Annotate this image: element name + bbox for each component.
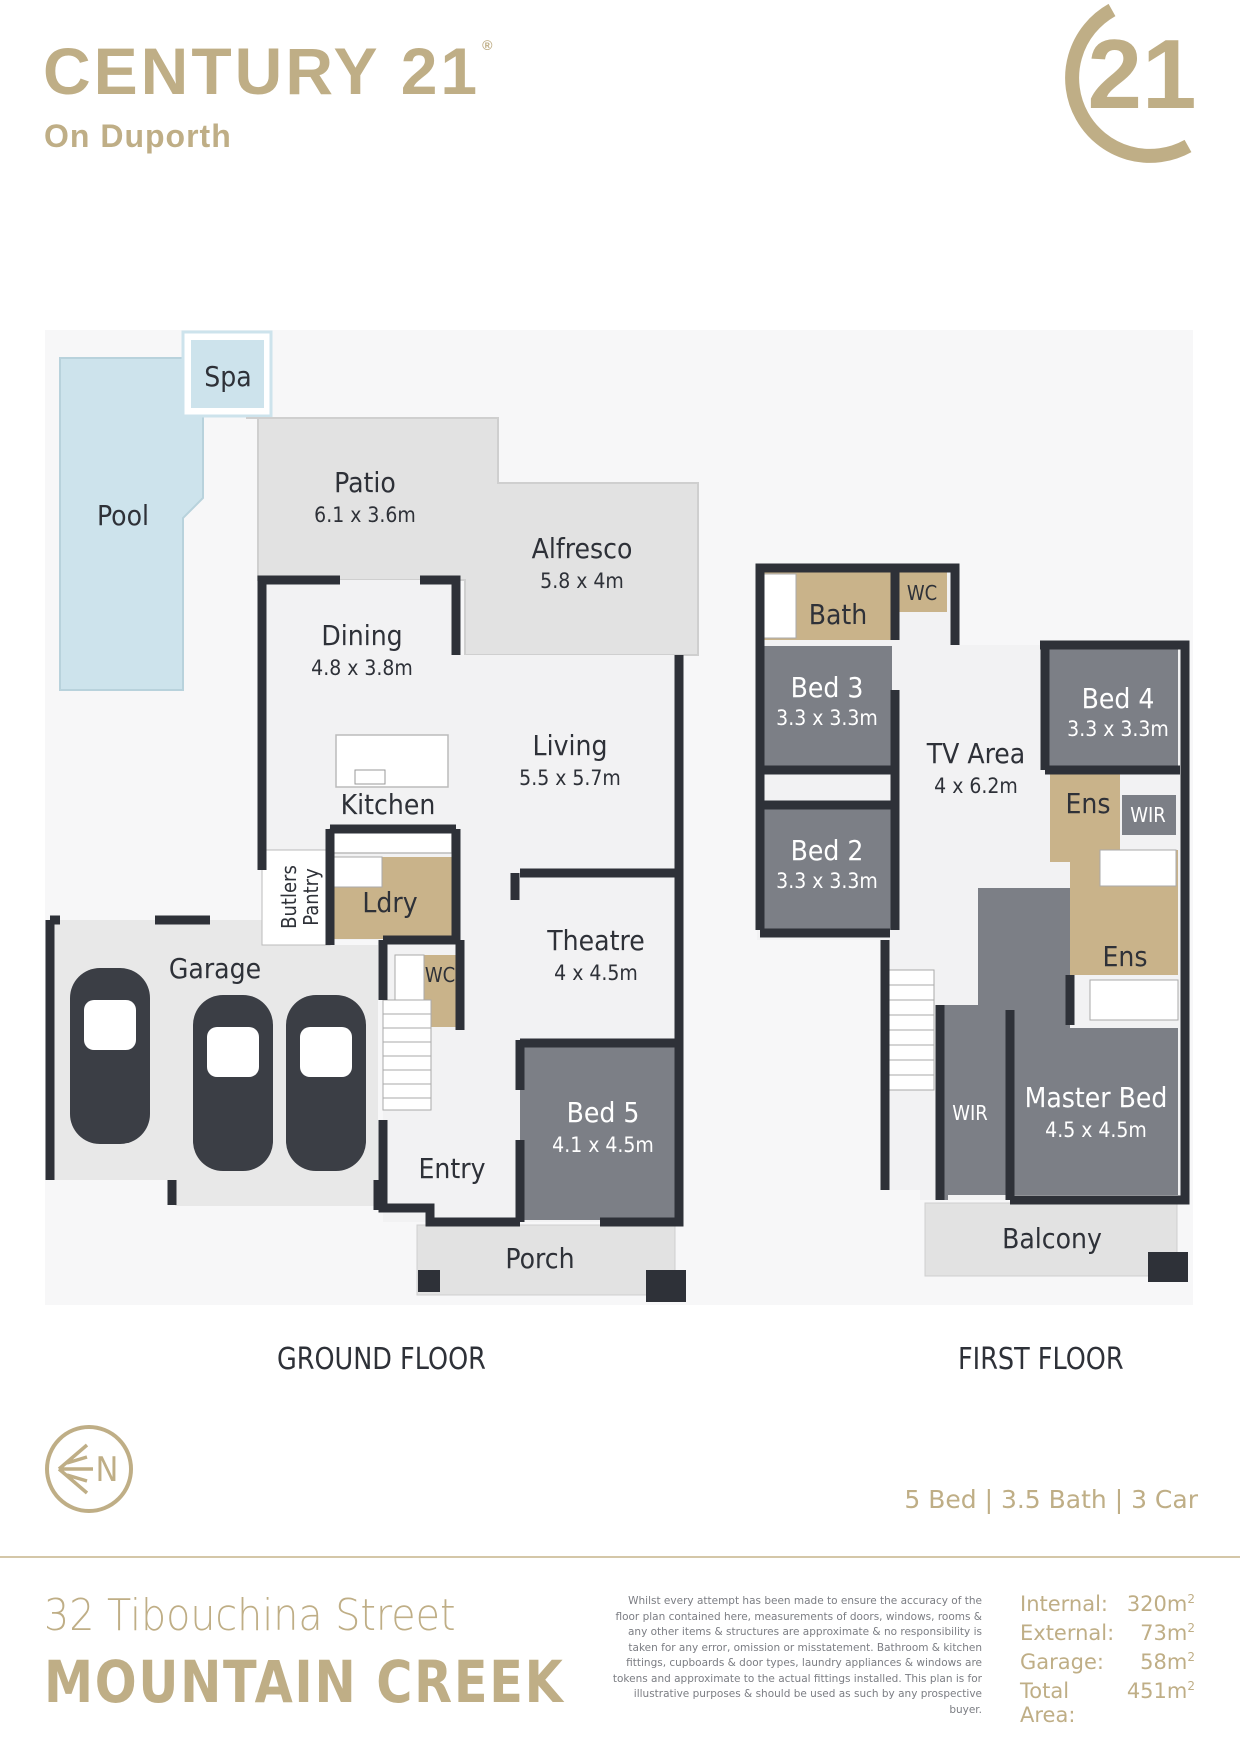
bed5-label: Bed 5 (567, 1096, 640, 1129)
area-table: Internal:320m2 External:73m2 Garage:58m2… (1020, 1592, 1195, 1727)
bed5-dims: 4.1 x 4.5m (552, 1133, 654, 1157)
tv-area-dims: 4 x 6.2m (934, 774, 1018, 798)
bath-label: Bath (809, 598, 868, 631)
kitchen-island (335, 734, 449, 788)
theatre-label: Theatre (546, 924, 644, 957)
pool-label: Pool (97, 499, 149, 532)
wir-small (1122, 795, 1176, 835)
north-compass-icon: N (45, 1425, 133, 1513)
upper-wc-label: WC (907, 581, 937, 605)
area-row-total: Total Area:451m2 (1020, 1679, 1195, 1727)
wir-master (940, 1005, 1008, 1195)
porch-label: Porch (505, 1242, 574, 1275)
street-address: 32 Tibouchina Street (44, 1590, 456, 1641)
butlers-label-1: Butlers (277, 865, 301, 929)
wir-small-label: WIR (1130, 803, 1166, 827)
office-name: On Duporth (44, 118, 232, 154)
living-label: Living (533, 729, 608, 762)
area-row-internal: Internal:320m2 (1020, 1592, 1195, 1616)
bed2-dims: 3.3 x 3.3m (776, 869, 878, 893)
century21-seal-logo: 21 (1065, 3, 1197, 163)
bed4-label: Bed 4 (1082, 682, 1155, 715)
ground-floor-plan: Pool Spa Patio 6.1 x 3.6m Alfresco 5.8 x… (45, 330, 699, 1302)
balcony-label: Balcony (1002, 1222, 1102, 1255)
alfresco-label: Alfresco (532, 532, 633, 565)
master-wing (940, 888, 1178, 1200)
bed4 (1048, 648, 1178, 772)
ground-floor-label: GROUND FLOOR (277, 1342, 486, 1377)
ground-stairs (382, 999, 432, 1111)
spa-label: Spa (204, 360, 251, 393)
spa (191, 340, 264, 408)
bed4-dims: 3.3 x 3.3m (1067, 717, 1169, 741)
ensuite-small-label: Ens (1065, 787, 1110, 820)
upper-walls (755, 563, 1190, 1205)
dining-label: Dining (321, 619, 402, 652)
bed5 (520, 1045, 680, 1220)
living-dims: 5.5 x 5.7m (519, 766, 621, 790)
ground-wc-label: WC (425, 963, 455, 987)
footer-divider (0, 1556, 1240, 1558)
area-row-external: External:73m2 (1020, 1621, 1195, 1645)
patio-dims: 6.1 x 3.6m (314, 503, 416, 527)
theatre-dims: 4 x 4.5m (554, 961, 638, 985)
laundry-label: Ldry (362, 886, 417, 919)
ground-walls (45, 575, 684, 1227)
bed3-dims: 3.3 x 3.3m (776, 706, 878, 730)
master-bed-label: Master Bed (1025, 1081, 1168, 1114)
porch (416, 1224, 676, 1296)
first-floor-label: FIRST FLOOR (958, 1342, 1124, 1377)
brand-logo-text: CENTURY 21® (43, 34, 496, 108)
bed3 (762, 646, 892, 770)
garage-label: Garage (169, 952, 261, 985)
entry-label: Entry (418, 1152, 485, 1185)
area-row-garage: Garage:58m2 (1020, 1650, 1195, 1674)
svg-text:21: 21 (1087, 19, 1196, 129)
tv-area-label: TV Area (926, 737, 1026, 770)
disclaimer-text: Whilst every attempt has been made to en… (612, 1595, 982, 1716)
bed2-label: Bed 2 (791, 834, 864, 867)
wir-master-label: WIR (952, 1101, 988, 1125)
ensuite-small (1050, 772, 1120, 862)
balcony (924, 1202, 1178, 1277)
first-floor-plan: Bath WC Bed 3 3.3 x 3.3m Bed 2 3.3 x 3.3… (755, 563, 1190, 1282)
kitchen-label: Kitchen (341, 788, 436, 821)
upper-wc (897, 572, 947, 612)
alfresco-dims: 5.8 x 4m (540, 569, 624, 593)
svg-text:N: N (96, 1450, 119, 1490)
dining-dims: 4.8 x 3.8m (311, 656, 413, 680)
suburb: MOUNTAIN CREEK (44, 1648, 565, 1716)
ensuite-master-label: Ens (1102, 940, 1147, 973)
patio-label: Patio (334, 466, 396, 499)
floor-plan: Pool Spa Patio 6.1 x 3.6m Alfresco 5.8 x… (45, 330, 1190, 1302)
upper-stairs (887, 969, 935, 1091)
master-bed-dims: 4.5 x 4.5m (1045, 1118, 1147, 1142)
bed3-label: Bed 3 (791, 671, 864, 704)
butlers-label-2: Pantry (299, 868, 323, 926)
property-summary: 5 Bed | 3.5 Bath | 3 Car (904, 1485, 1198, 1514)
bed2 (762, 805, 892, 930)
